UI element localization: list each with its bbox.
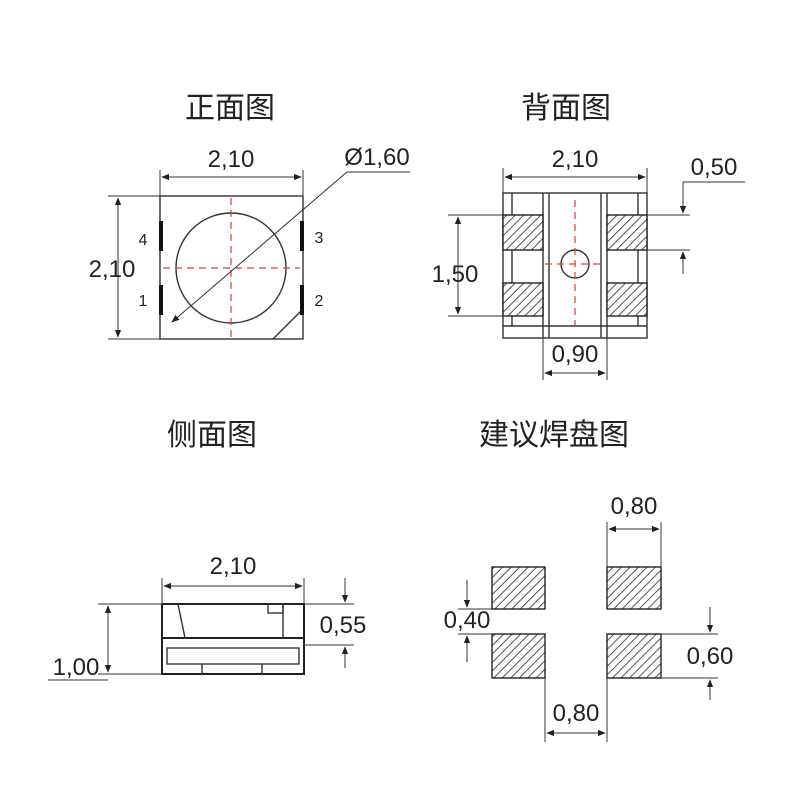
back-pad-top-right [606, 214, 648, 251]
back-pad-bottom-right [606, 282, 648, 317]
side-taper-left [177, 603, 186, 639]
back-pad-bottom-left [502, 282, 544, 317]
side-notch [267, 603, 284, 614]
pad-layout-title: 建议焊盘图 [479, 418, 629, 453]
front-pin2-bar [300, 285, 304, 315]
front-view: 正面图 4 1 3 2 2,10 2,10 Ø1,60 [89, 91, 410, 340]
solder-pad-bottom-right [606, 633, 662, 679]
side-view-title: 侧面图 [167, 418, 257, 453]
side-top-height-label: 0,55 [320, 612, 367, 639]
pad-height-label: 0,60 [687, 643, 734, 670]
front-pin1-label: 1 [139, 293, 148, 310]
back-center-width-label: 0,90 [552, 341, 599, 368]
front-width-label: 2,10 [208, 146, 255, 173]
pad-width-label: 0,80 [611, 493, 658, 520]
back-view: 背面图 2,10 0,50 1,5 [432, 91, 745, 380]
solder-pad-top-left [491, 566, 546, 610]
back-pad-height-label: 0,50 [691, 154, 738, 181]
front-height-label: 2,10 [89, 256, 136, 283]
front-diameter-leader [171, 171, 348, 323]
side-width-label: 2,10 [210, 553, 257, 580]
back-width-label: 2,10 [552, 146, 599, 173]
front-pin1-bar [159, 285, 163, 315]
front-view-title: 正面图 [185, 91, 275, 126]
side-base-frame [161, 637, 305, 675]
front-pin4-label: 4 [139, 232, 148, 249]
front-pin3-bar [300, 221, 304, 251]
solder-pad-bottom-left [491, 633, 546, 679]
solder-pad-top-right [606, 566, 662, 610]
front-diameter-label: Ø1,60 [344, 144, 409, 171]
back-body-outline [502, 192, 648, 339]
side-view: 侧面图 2,10 0,55 1,00 [48, 418, 366, 681]
front-body-outline [159, 195, 304, 340]
front-pin4-bar [159, 221, 163, 251]
pad-layout-view: 建议焊盘图 0,80 0,40 0,60 0,80 [444, 418, 734, 742]
front-chamfer [272, 308, 304, 340]
side-base-inner [166, 647, 300, 665]
front-pin2-label: 2 [315, 293, 324, 310]
back-pad-span-label: 1,50 [432, 261, 479, 288]
pad-spacing-label: 0,80 [553, 700, 600, 727]
pad-gap-label: 0,40 [444, 607, 491, 634]
side-total-height-label: 1,00 [53, 654, 100, 681]
back-pad-top-left [502, 214, 544, 251]
back-view-title: 背面图 [521, 91, 611, 126]
front-pin3-label: 3 [315, 230, 324, 247]
